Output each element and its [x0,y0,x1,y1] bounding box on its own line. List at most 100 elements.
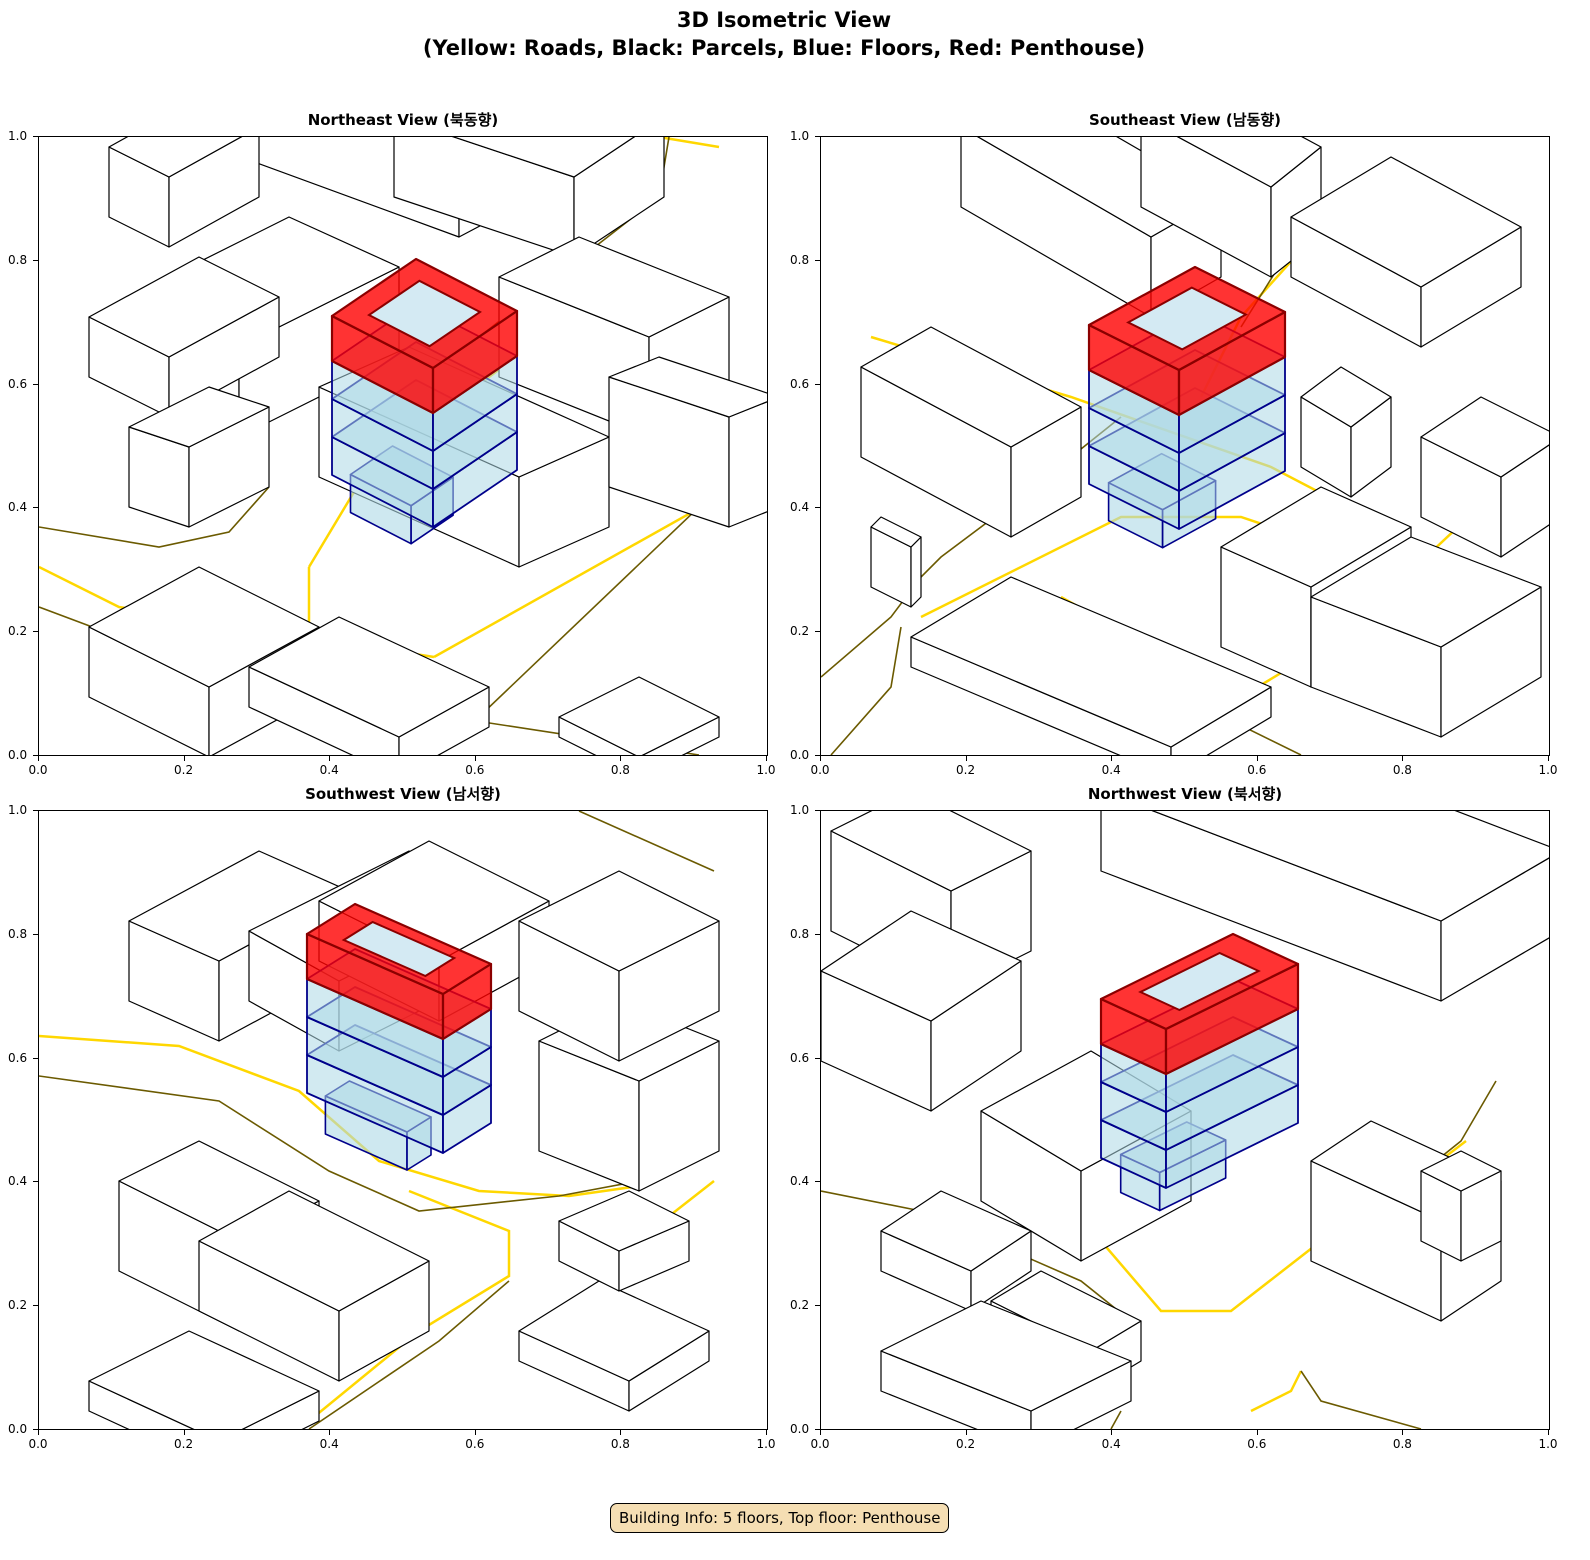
y-tick-label: 0.0 [790,1422,810,1436]
x-tick-mark [329,756,331,761]
scene-svg [39,137,767,755]
y-tick-label: 0.2 [790,1298,810,1313]
x-tick-mark [965,756,967,761]
x-tick-mark [620,1430,622,1435]
top-face [108,137,243,178]
top-face [860,326,1082,448]
y-tick-mark [33,507,38,509]
y-tick-mark [815,755,820,756]
y-tick-label: 0.6 [8,376,28,391]
y-tick-mark [815,1429,820,1430]
top-face [1420,396,1549,478]
top-face [1300,366,1392,428]
figure-title-line2: (Yellow: Roads, Black: Parcels, Blue: Fl… [422,36,1146,60]
road-line [308,1189,511,1422]
y-tick-label: 0.8 [790,926,810,941]
top-face [128,386,270,448]
top-face [608,356,767,418]
x-tick-mark [1548,1430,1549,1435]
y-tick-label: 1.0 [8,129,28,143]
parcel-building [910,576,1272,755]
parcel-building [1310,536,1542,738]
x-tick-label: 1.0 [756,763,776,777]
x-tick-mark [1256,1430,1258,1435]
top-face [1420,1150,1502,1192]
parcel-building [870,516,922,608]
x-tick-mark [183,1430,185,1435]
scene-svg [821,137,1549,755]
x-tick-label: 0.8 [1392,763,1412,777]
top-face [1220,486,1412,588]
top-face [498,236,730,338]
parcel-building [88,1330,320,1429]
y-tick-label: 0.8 [8,926,28,941]
y-tick-label: 0.4 [8,500,28,515]
parcel-building [1300,366,1392,498]
top-face [88,1330,320,1429]
top-face [880,1300,1132,1412]
penthouse-roof-opening [1126,286,1248,351]
y-tick-mark [33,1305,38,1307]
x-tick-mark [329,1430,331,1435]
plot-area [820,136,1550,756]
right-face [1440,857,1549,1002]
x-tick-label: 0.8 [610,1437,630,1451]
parcel-building [128,386,270,528]
x-tick-label: 0.8 [1392,1437,1412,1451]
right-face [1500,444,1549,558]
y-tick-mark [33,755,38,756]
x-tick-label: 0.0 [28,1437,48,1451]
x-tick-label: 0.8 [610,763,630,777]
top-face [248,616,490,738]
plot-area [38,136,768,756]
top-face [88,566,320,688]
y-tick-mark [815,1305,820,1307]
y-tick-mark [815,810,820,811]
x-tick-label: 1.0 [1538,763,1558,777]
top-face [830,811,1032,892]
parcel-building [108,137,260,248]
parcel-road-edge [830,626,902,755]
x-tick-label: 0.4 [319,1437,339,1451]
y-tick-label: 0.6 [790,376,810,391]
x-tick-label: 1.0 [1538,1437,1558,1451]
panel-title: Northwest View (북서향) [1087,785,1283,803]
x-tick-label: 0.4 [1101,763,1121,777]
road-line [39,1034,715,1198]
parcel-building [248,616,490,755]
x-tick-mark [1402,1430,1404,1435]
parcel-building [1420,1150,1502,1262]
top-face [821,910,1022,1022]
y-tick-label: 1.0 [790,129,810,143]
parcel-building [880,1300,1132,1429]
x-tick-label: 0.2 [174,1437,194,1451]
right-face [573,137,665,258]
x-tick-mark [474,756,476,761]
penthouse-roof-opening [1138,951,1261,1012]
parcel-building [558,676,720,755]
x-tick-label: 0.6 [1247,763,1267,777]
y-tick-label: 0.2 [8,624,28,639]
y-tick-mark [815,631,820,633]
y-tick-mark [33,1429,38,1430]
x-tick-mark [1256,756,1258,761]
parcel-building [518,870,720,1062]
y-tick-mark [815,507,820,509]
parcel-road-edge [1300,1370,1422,1429]
y-tick-mark [33,1181,38,1183]
x-tick-mark [1111,1430,1113,1435]
top-face [558,1190,690,1252]
y-tick-mark [815,1057,820,1059]
y-tick-mark [815,933,820,935]
top-face [1151,811,1549,922]
plot-area [820,810,1550,1430]
x-tick-label: 0.0 [810,1437,830,1451]
x-tick-mark [1111,756,1113,761]
top-face [452,137,636,178]
y-tick-mark [815,383,820,385]
x-tick-label: 1.0 [756,1437,776,1451]
top-face [910,576,1272,748]
